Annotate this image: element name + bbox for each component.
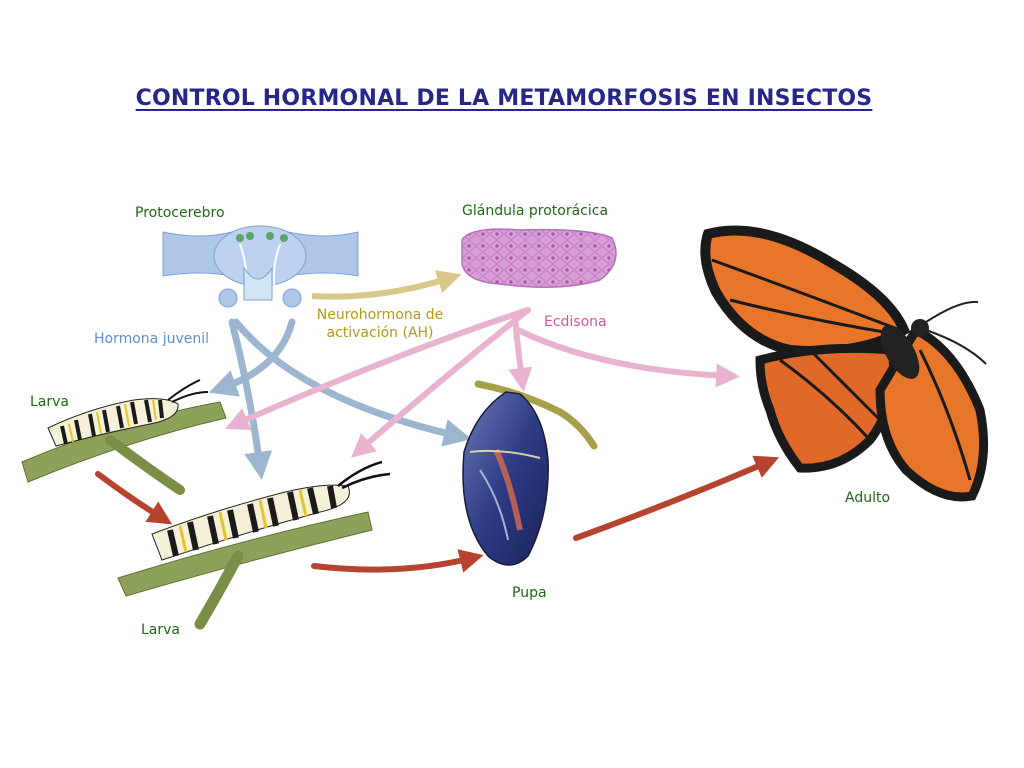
label-neurohormona: Neurohormona de activación (AH): [316, 307, 444, 341]
protocerebro-illustration: [162, 225, 359, 308]
label-hormona-juvenil: Hormona juvenil: [94, 331, 210, 347]
neurohormona-arrow: [311, 270, 462, 300]
label-ecdisona: Ecdisona: [544, 314, 607, 330]
adulto-illustration: [700, 225, 989, 502]
label-adulto: Adulto: [845, 490, 891, 506]
ecdisona-arrows: [225, 307, 740, 458]
larva-1-illustration: [47, 379, 209, 447]
pupa-illustration: [462, 391, 549, 566]
larva-2-illustration: [151, 460, 391, 561]
page-title: CONTROL HORMONAL DE LA METAMORFOSIS EN I…: [135, 86, 873, 111]
label-protocerebro: Protocerebro: [135, 205, 225, 221]
label-larva-2: Larva: [141, 622, 180, 638]
ciclo-arrows: [95, 455, 780, 573]
glandula-protoracica-illustration: [461, 228, 617, 288]
branch-larva-2: [117, 511, 373, 630]
label-larva-1: Larva: [30, 394, 69, 410]
label-glandula-protoracica: Glándula protorácica: [462, 203, 609, 219]
label-pupa: Pupa: [512, 585, 547, 601]
branch-pupa: [474, 380, 598, 450]
